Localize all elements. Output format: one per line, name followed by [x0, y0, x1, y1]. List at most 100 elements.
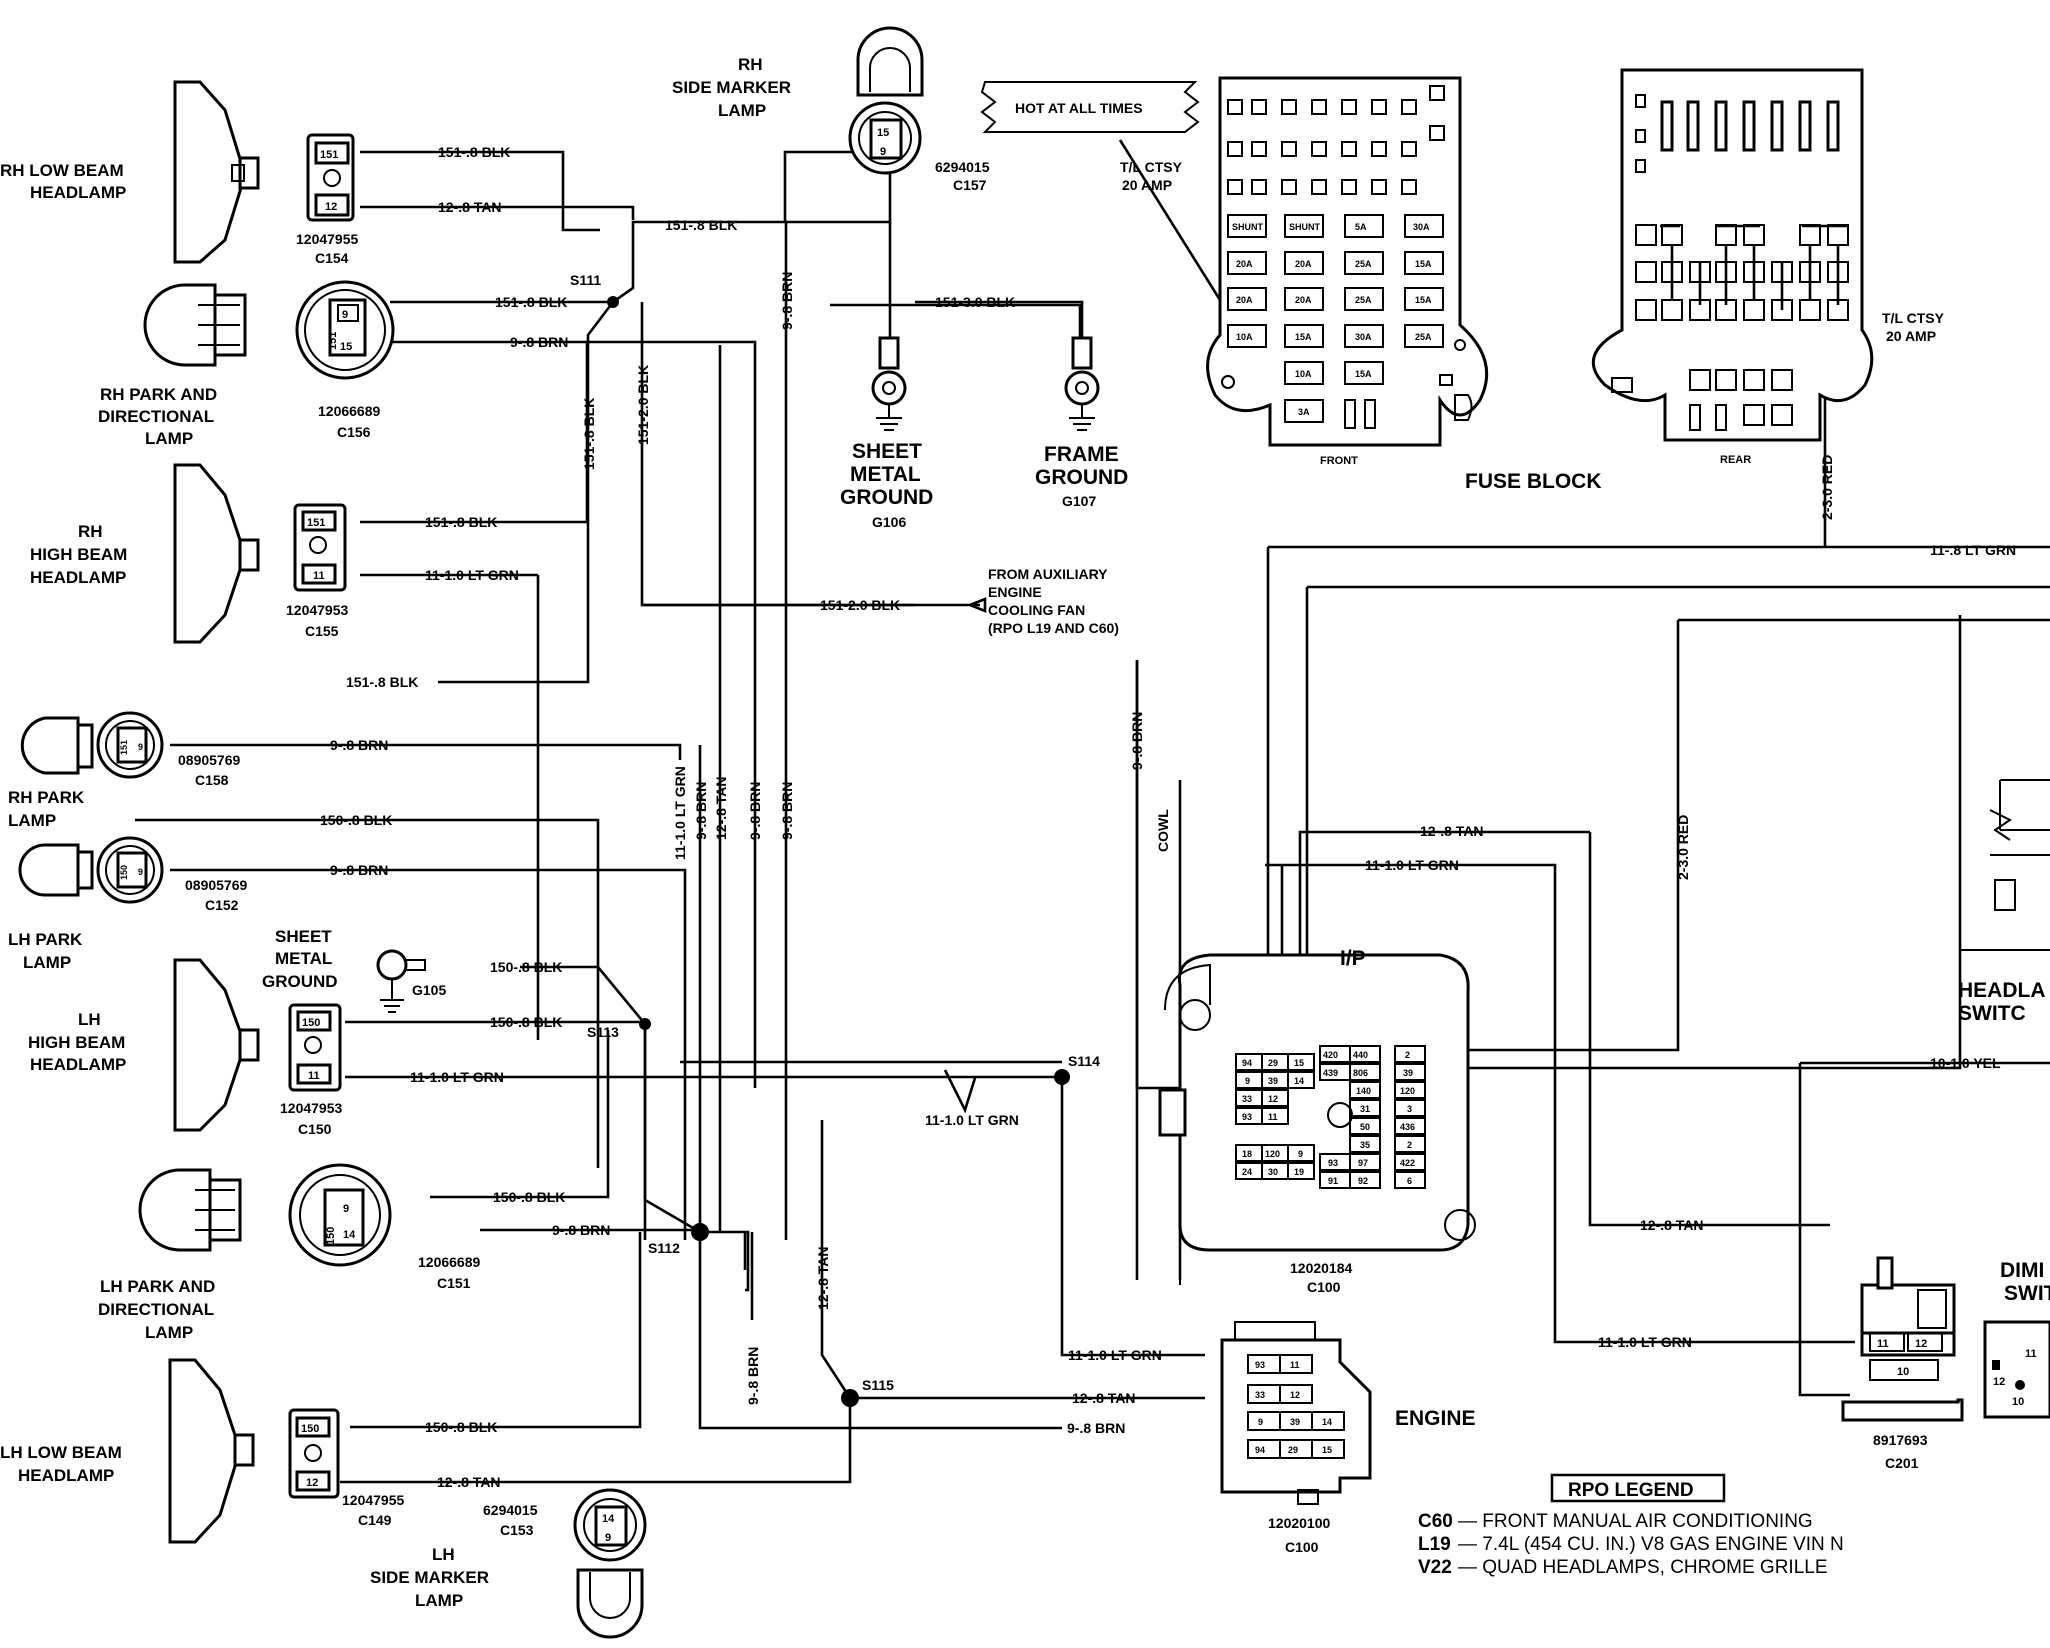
wire-label: 11-.8 LT GRN: [1930, 542, 2016, 558]
fuse-array-front: SHUNT SHUNT 5A 30A 20A 20A 25A 15A 20A 2…: [1227, 214, 1473, 429]
pin: 150: [301, 1423, 319, 1435]
connector-id: C150: [298, 1121, 332, 1137]
sheet-metal-ground-g106: SHEET METAL GROUND G106: [840, 336, 933, 530]
legend-text: — FRONT MANUAL AIR CONDITIONING: [1458, 1511, 1813, 1532]
label-line: (RPO L19 AND C60): [988, 620, 1119, 636]
wire-label: 11-1.0 LT GRN: [925, 1112, 1019, 1128]
wire-label: 150-.8 BLK: [490, 1014, 562, 1030]
ip-pin: 19: [1294, 1167, 1304, 1177]
wire-label: 11-1.0 LT GRN: [410, 1069, 504, 1085]
label-line: RH: [738, 55, 763, 74]
wire-label: 151-.8 BLK: [425, 514, 497, 530]
label-line: HEADLAMP: [30, 1055, 126, 1074]
part-number: 08905769: [178, 752, 241, 768]
wire-label: 12-.8 TAN: [815, 1246, 831, 1310]
connector-id: C100: [1285, 1539, 1319, 1555]
part-number: 6294015: [935, 159, 990, 175]
label-line: LH LOW BEAM: [0, 1443, 122, 1462]
wire-label: 150-.8 BLK: [493, 1189, 565, 1205]
wire-label: 2-3.0 RED: [1819, 455, 1835, 520]
pin: 150: [119, 865, 129, 880]
wire-label: 10-1.0 YEL: [1930, 1055, 2001, 1071]
splice-s112: [691, 1223, 709, 1241]
label-line: HIGH BEAM: [28, 1033, 125, 1052]
wire-label: 12-.8 TAN: [713, 776, 729, 840]
ip-pin: 11: [1268, 1112, 1278, 1122]
label-line: METAL: [275, 949, 332, 968]
label-line: SIDE MARKER: [370, 1568, 489, 1587]
splice-s114: [1054, 1069, 1070, 1085]
connector-id: C152: [205, 897, 239, 913]
fuse-top-row-3: [1227, 179, 1417, 195]
label-line: ENGINE: [988, 584, 1042, 600]
tl-ctsy-rear-callout: T/L CTSY 20 AMP: [1882, 310, 1945, 344]
lh-side-marker-lamp: 14 9 6294015 C153 LH SIDE MARKER LAMP: [370, 1488, 647, 1639]
label-line: DIRECTIONAL: [98, 1300, 214, 1319]
ip-pin: 39: [1403, 1068, 1413, 1078]
connector-c151: 9 14 150 12066689 C151: [288, 1163, 481, 1291]
label-line: SHEET: [275, 927, 332, 946]
legend-title: RPO LEGEND: [1568, 1480, 1694, 1501]
legend-text: — QUAD HEADLAMPS, CHROME GRILLE: [1458, 1557, 1828, 1578]
part-number: 08905769: [185, 877, 248, 893]
fuse-label: SHUNT: [1289, 222, 1321, 232]
engine-pin: 39: [1290, 1417, 1300, 1427]
splice-s113: [639, 1018, 651, 1030]
wire-label: 11-1.0 LT GRN: [1365, 857, 1459, 873]
frame-ground-g107: FRAME GROUND G107: [1035, 336, 1128, 509]
pin: 11: [2025, 1348, 2037, 1360]
connector-c152: 150 9 08905769 C152: [96, 836, 248, 913]
connector-id: C100: [1307, 1279, 1341, 1295]
fuse-block-front: SHUNT SHUNT 5A 30A 20A 20A 25A 15A 20A 2…: [1206, 76, 1489, 467]
wire-label: 12-.8 TAN: [437, 1474, 501, 1490]
pin: 9: [880, 146, 886, 158]
connector-c149: 150 12 12047955 C149: [288, 1408, 405, 1528]
pin: 15: [340, 341, 352, 353]
label-line: SHEET: [852, 440, 922, 463]
part-number: 12047953: [286, 602, 349, 618]
fuse-label: 10A: [1295, 369, 1312, 379]
wire-label: 11-1.0 LT GRN: [1068, 1347, 1162, 1363]
connector-c156: 9 15 151 12066689 C156: [295, 280, 395, 440]
legend-code: L19: [1418, 1534, 1451, 1555]
pin: 11: [1877, 1338, 1889, 1350]
label-line: RH: [78, 522, 103, 541]
label-line: SWITC: [1958, 1002, 2026, 1025]
pin: 12: [325, 201, 337, 213]
lh-high-beam-headlamp: LH HIGH BEAM HEADLAMP: [28, 958, 260, 1132]
label-line: FRAME: [1044, 443, 1119, 466]
label-line: FROM AUXILIARY: [988, 566, 1108, 582]
ip-pin-grid: 94 29 15 420 440 2 9 39 14 439 806 39 33…: [1235, 1045, 1426, 1189]
ip-pin: 92: [1358, 1176, 1368, 1186]
hot-at-all-times-callout: HOT AT ALL TIMES: [980, 81, 1200, 133]
rh-side-marker-lamp: 15 9 RH SIDE MARKER LAMP 6294015 C157: [672, 26, 990, 193]
connector-c155: 151 11 12047953 C155: [286, 503, 349, 639]
label-line: LAMP: [145, 1323, 193, 1342]
connector-id: C155: [305, 623, 339, 639]
part-number: 12066689: [418, 1254, 481, 1270]
fuse-label: 20A: [1295, 295, 1312, 305]
wire-label: 151-.8 BLK: [495, 294, 567, 310]
connector-c158: 151 9 08905769 C158: [96, 711, 241, 788]
ip-pin: 35: [1360, 1140, 1370, 1150]
ip-pin: 120: [1400, 1086, 1415, 1096]
engine-pin: 93: [1255, 1360, 1265, 1370]
wire-label: 2-3.0 RED: [1675, 815, 1691, 880]
connector-id: C154: [315, 250, 349, 266]
label-line: GROUND: [840, 486, 933, 509]
fuse-label: 5A: [1355, 222, 1367, 232]
ip-pin: 806: [1353, 1068, 1368, 1078]
ip-pin: 436: [1400, 1122, 1415, 1132]
pin: 9: [138, 867, 143, 877]
splice-s111: [607, 296, 619, 308]
connector-id: C149: [358, 1512, 392, 1528]
ip-pin: 2: [1407, 1140, 1412, 1150]
engine-connector-c100: 93 11 33 12 9 39 14 94 29 15 ENGINE 1202…: [1220, 1321, 1476, 1555]
ip-pin: 15: [1294, 1058, 1304, 1068]
rh-low-beam-headlamp: RH LOW BEAM HEADLAMP: [0, 80, 260, 264]
legend-text: — 7.4L (454 CU. IN.) V8 GAS ENGINE VIN N: [1458, 1534, 1844, 1555]
ip-pin: 18: [1242, 1149, 1252, 1159]
part-number: 12047955: [296, 231, 359, 247]
wire-label: 151-3.0 BLK: [935, 294, 1015, 310]
lh-park-directional-lamp: LH PARK AND DIRECTIONAL LAMP: [98, 1168, 242, 1342]
